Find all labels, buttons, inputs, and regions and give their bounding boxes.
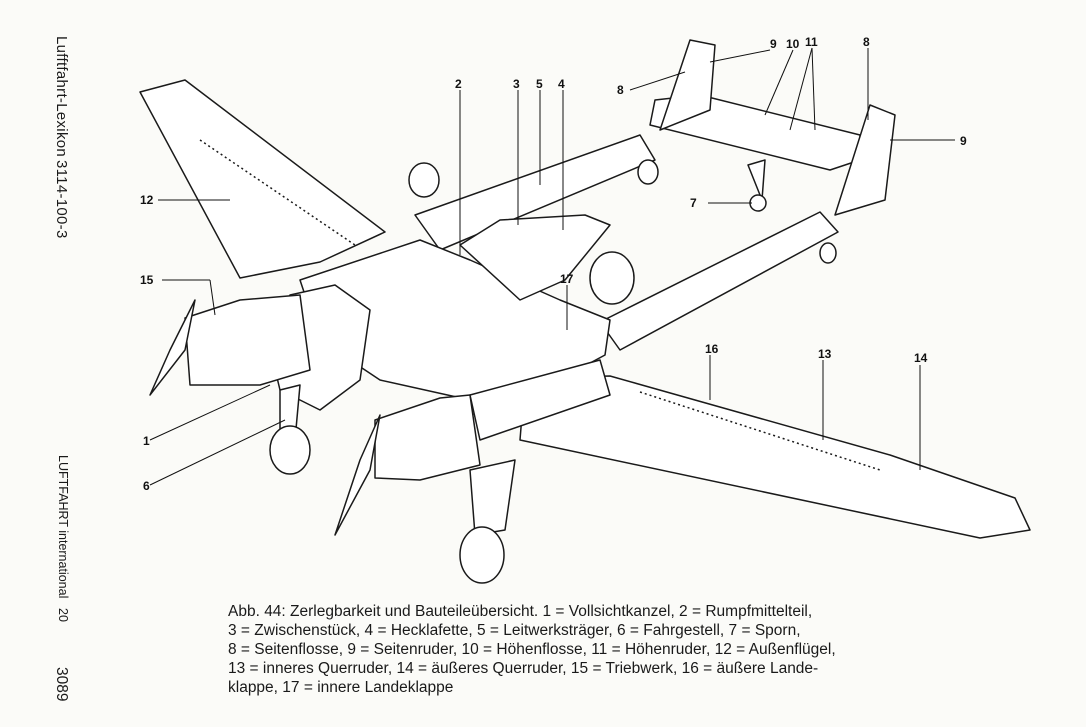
label-part-14: 14 — [914, 351, 928, 365]
aircraft-illustration: 1 2 3 4 5 6 7 8 8 9 9 10 11 12 13 14 15 … — [139, 35, 1031, 584]
right-tail-boom — [599, 211, 839, 351]
label-part-8-left: 8 — [617, 83, 624, 97]
label-part-3: 3 — [513, 77, 520, 91]
label-part-17: 17 — [560, 272, 574, 286]
tail-wheel — [749, 194, 767, 212]
right-nacelle-fairing — [469, 359, 611, 441]
right-fin — [834, 104, 896, 216]
left-outer-wing — [139, 79, 386, 279]
left-tail-boom — [414, 134, 656, 251]
caption-line: Abb. 44: Zerlegbarkeit und Bauteileübers… — [228, 603, 813, 620]
right-engine-nacelle — [374, 394, 481, 481]
label-part-12: 12 — [140, 193, 154, 207]
label-part-8-right: 8 — [863, 35, 870, 49]
label-part-9-left: 9 — [770, 37, 777, 51]
label-part-13: 13 — [818, 347, 832, 361]
caption-line: 3 = Zwischenstück, 4 = Hecklafette, 5 = … — [228, 622, 801, 639]
label-part-1: 1 — [143, 434, 150, 448]
label-part-10: 10 — [786, 37, 800, 51]
label-part-15: 15 — [140, 273, 154, 287]
label-part-7: 7 — [690, 196, 697, 210]
right-landing-gear — [469, 459, 516, 536]
right-propeller — [334, 414, 381, 536]
exploded-aircraft-drawing: 1 2 3 4 5 6 7 8 8 9 9 10 11 12 13 14 15 … — [139, 35, 1031, 584]
tail-wheel-strut — [747, 159, 766, 201]
right-wheel — [459, 526, 505, 584]
canopy-glazing — [459, 214, 611, 301]
margin-page-number: 3089 — [53, 667, 70, 702]
margin-issue-number: 20 — [56, 608, 70, 622]
loose-ring-part-3 — [589, 251, 635, 305]
left-engine-nacelle — [184, 294, 311, 386]
label-part-4: 4 — [558, 77, 565, 91]
caption-line: 13 = inneres Querruder, 14 = äußeres Que… — [228, 660, 819, 677]
label-part-6: 6 — [143, 479, 150, 493]
label-part-16: 16 — [705, 342, 719, 356]
label-part-9-right: 9 — [960, 134, 967, 148]
label-part-2: 2 — [455, 77, 462, 91]
left-fin — [659, 39, 716, 131]
figure-caption: Abb. 44: Zerlegbarkeit und Bauteileübers… — [228, 602, 948, 697]
left-propeller — [149, 299, 196, 396]
loose-ring-part-4 — [819, 242, 837, 264]
caption-line: klappe, 17 = innere Landeklappe — [228, 679, 454, 696]
label-part-11: 11 — [805, 35, 818, 49]
label-part-5: 5 — [536, 77, 543, 91]
right-wing — [519, 375, 1031, 539]
loose-ring-part-1 — [408, 162, 440, 198]
loose-ring-part-2 — [637, 159, 659, 185]
left-wheel — [269, 425, 311, 475]
caption-line: 8 = Seitenflosse, 9 = Seitenruder, 10 = … — [228, 641, 836, 658]
